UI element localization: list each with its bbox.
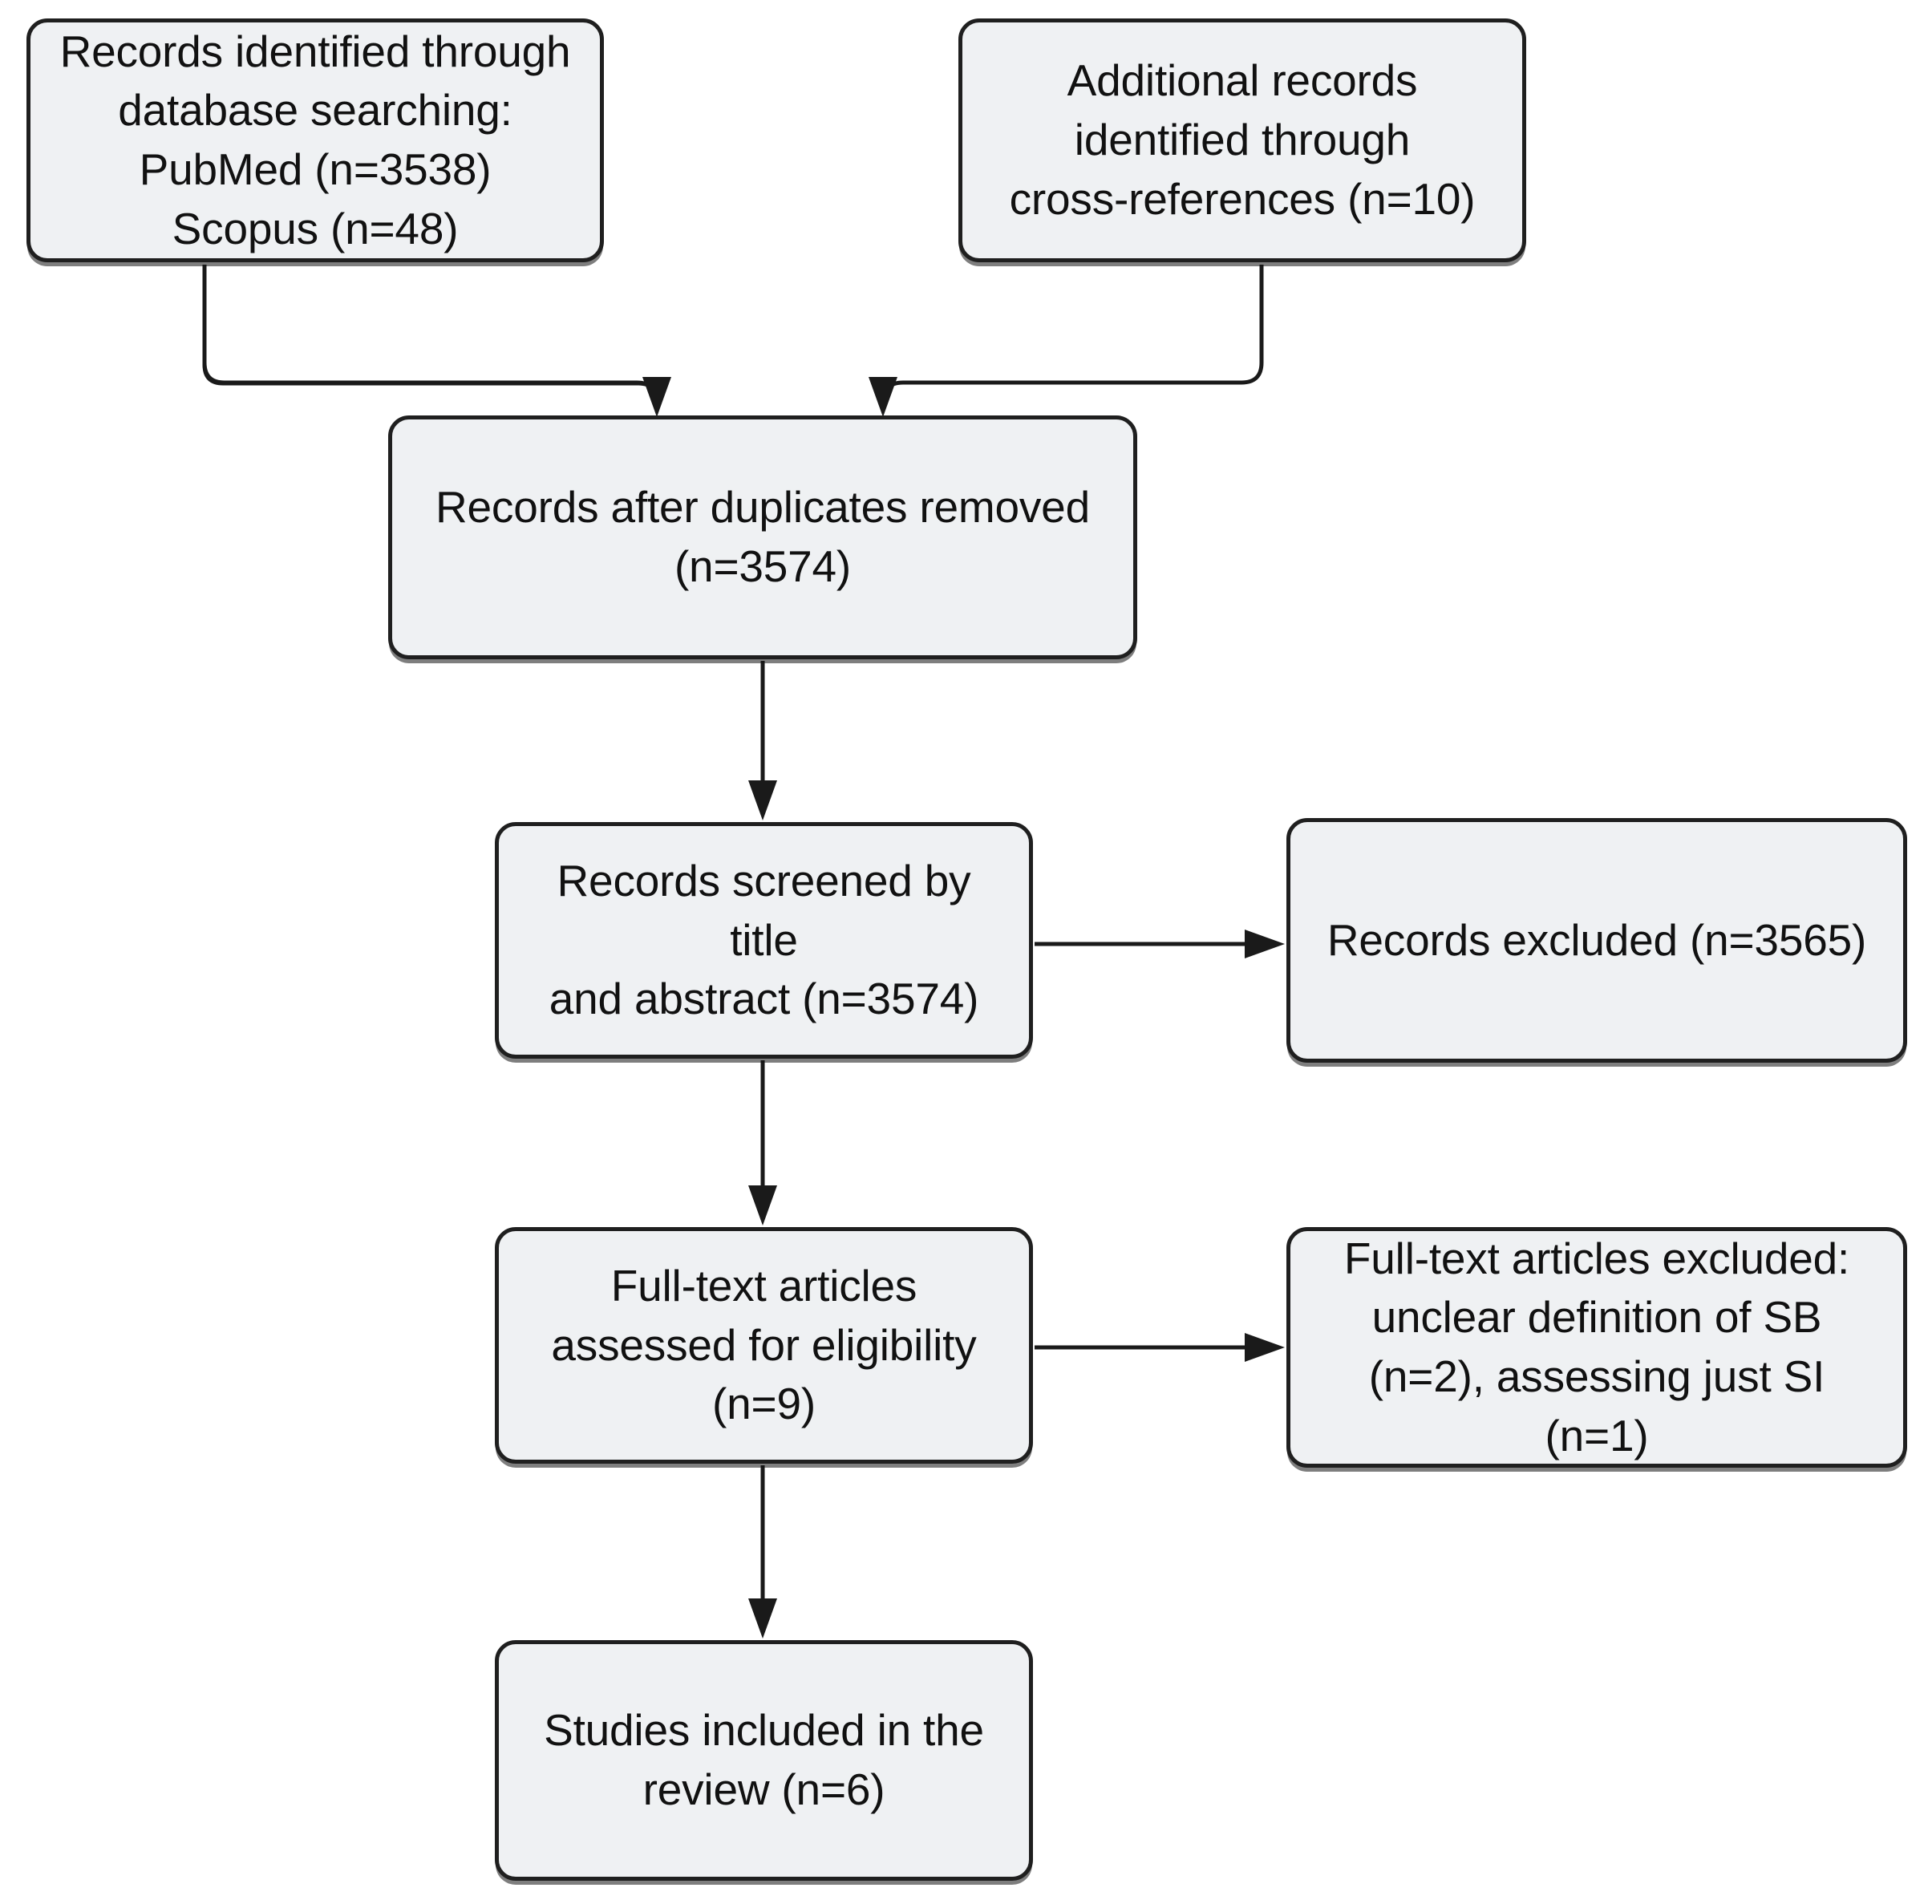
edge-cross-refs-to-duplicates: [869, 265, 1264, 417]
node-records-excluded: Records excluded (n=3565): [1286, 818, 1907, 1063]
edge-fulltext-to-included: [748, 1465, 777, 1639]
node-full-text-articles-assessed: Full-text articles assessed for eligibil…: [495, 1227, 1033, 1464]
edge-screened-to-fulltext: [748, 1060, 777, 1225]
node-records-identified-database: Records identified through database sear…: [26, 18, 604, 262]
node-records-identified-cross-references: Additional records identified through cr…: [958, 18, 1526, 262]
node-records-after-duplicates-removed: Records after duplicates removed (n=3574…: [388, 415, 1137, 659]
edge-duplicates-to-screened: [748, 661, 777, 820]
node-full-text-articles-excluded: Full-text articles excluded: unclear def…: [1286, 1227, 1907, 1468]
edge-fulltext-to-fulltext-excluded: [1035, 1333, 1285, 1362]
edge-db-search-to-duplicates: [202, 265, 671, 417]
node-studies-included-in-review: Studies included in the review (n=6): [495, 1640, 1033, 1881]
edge-screened-to-records-excluded: [1035, 930, 1285, 958]
node-records-screened-title-abstract: Records screened by title and abstract (…: [495, 822, 1033, 1059]
